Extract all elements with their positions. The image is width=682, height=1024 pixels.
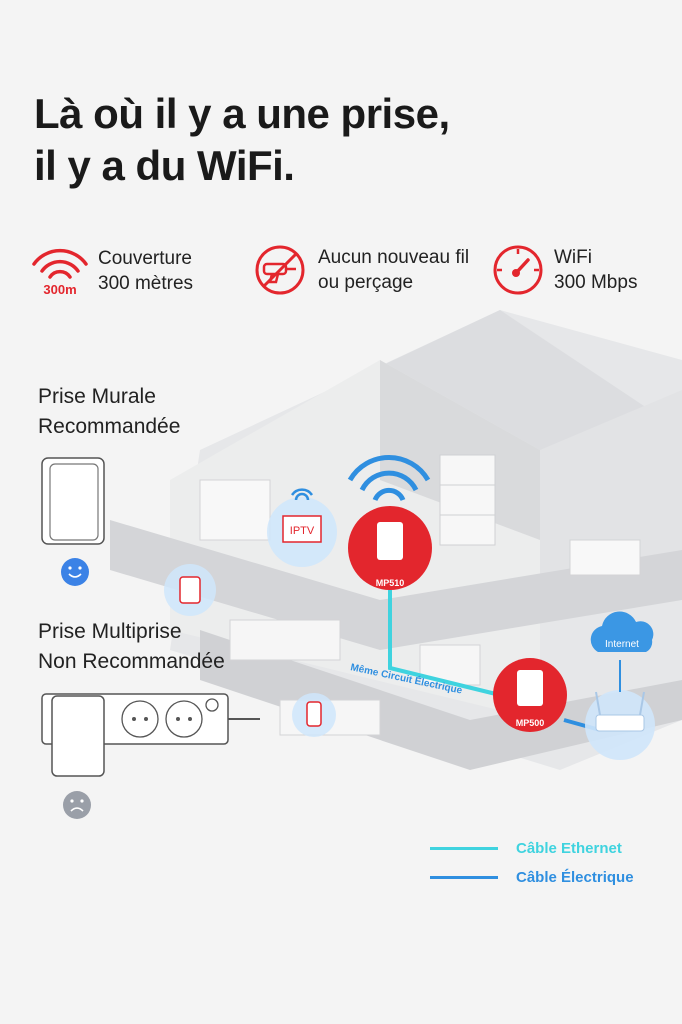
speed-gauge-icon: [493, 245, 543, 295]
internet-cloud-icon: [590, 611, 654, 652]
router-icon: [595, 714, 645, 732]
tablet-icon: [179, 576, 201, 604]
wall-socket-heading: Prise Murale Recommandée: [38, 382, 180, 442]
ethernet-cable: [388, 575, 501, 697]
internet-label: Internet: [605, 639, 639, 650]
wifi-iptv-icon: [290, 488, 314, 496]
feature-no-drill: Aucun nouveau fil ou perçage: [254, 244, 469, 296]
headline-line-2: il y a du WiFi.: [34, 142, 295, 189]
power-strip-line1: Prise Multiprise: [38, 620, 182, 643]
legend-electric-label: Câble Électrique: [516, 869, 634, 886]
feature-coverage-line1: Couverture: [98, 248, 192, 269]
wall-socket-illustration: [41, 457, 105, 586]
iptv-label: IPTV: [290, 525, 315, 537]
legend-electric-swatch: [430, 876, 498, 879]
feature-coverage: 300m Couverture 300 mètres: [30, 244, 193, 298]
headline-line-1: Là où il y a une prise,: [34, 90, 450, 137]
mp500-label: MP500: [516, 718, 545, 728]
power-strip-heading: Prise Multiprise Non Recommandée: [38, 617, 225, 677]
extender-wifi-icon: [347, 455, 431, 482]
legend-ethernet: Câble Ethernet: [430, 840, 622, 857]
wall-socket-line1: Prise Murale: [38, 385, 156, 408]
happy-face-icon: [61, 558, 89, 586]
coverage-icon: 300m: [32, 248, 88, 297]
legend-electric: Câble Électrique: [430, 869, 634, 886]
phone-icon: [306, 701, 322, 727]
mp510-label: MP510: [376, 578, 405, 588]
feature-speed-line2: 300 Mbps: [554, 272, 638, 293]
no-drill-icon: [255, 245, 305, 295]
feature-speed-line1: WiFi: [554, 247, 592, 268]
page-headline: Là où il y a une prise, il y a du WiFi.: [34, 88, 450, 192]
legend-ethernet-swatch: [430, 847, 498, 850]
power-strip-line2: Non Recommandée: [38, 650, 225, 673]
wall-socket-line2: Recommandée: [38, 415, 181, 438]
feature-coverage-line2: 300 mètres: [98, 273, 194, 294]
feature-no-drill-line2: ou perçage: [318, 272, 414, 293]
feature-speed: WiFi 300 Mbps: [492, 244, 637, 296]
power-strip-illustration: [41, 693, 260, 819]
sad-face-icon: [63, 791, 91, 819]
feature-no-drill-line1: Aucun nouveau fil: [318, 247, 470, 268]
house-illustration: Même Circuit Électrique IPTV MP510 MP500…: [110, 310, 682, 770]
coverage-badge: 300m: [43, 282, 76, 297]
legend-ethernet-label: Câble Ethernet: [516, 840, 622, 857]
